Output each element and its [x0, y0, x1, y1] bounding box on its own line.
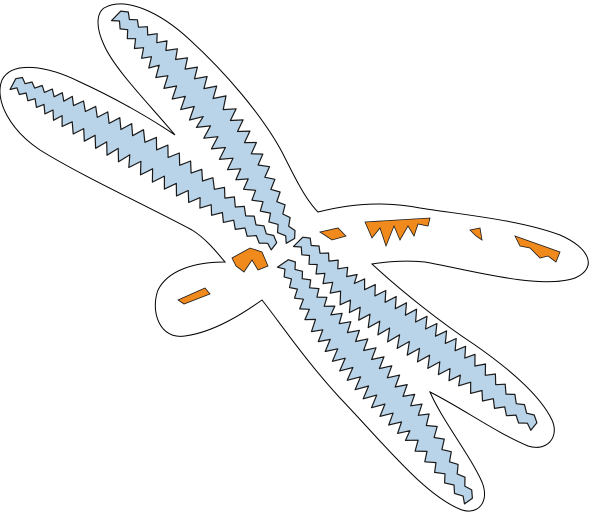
chromatid-arm-lower-right-a — [292, 236, 538, 431]
chromatid-arm-upper-left-b — [9, 76, 278, 251]
chromosome-outline — [0, 3, 589, 512]
accent-band-right-4 — [514, 235, 561, 263]
chromatid-arm-lower-right-b — [276, 259, 473, 505]
accent-band-group — [177, 217, 561, 305]
accent-band-right-2 — [364, 217, 431, 248]
accent-band-left-tip — [177, 287, 211, 305]
accent-band-right-1 — [318, 227, 347, 241]
accent-band-centromere — [231, 247, 269, 273]
accent-band-right-3 — [469, 227, 483, 241]
chromatid-group — [9, 10, 538, 505]
chromatid-arm-upper-left-a — [111, 10, 296, 244]
